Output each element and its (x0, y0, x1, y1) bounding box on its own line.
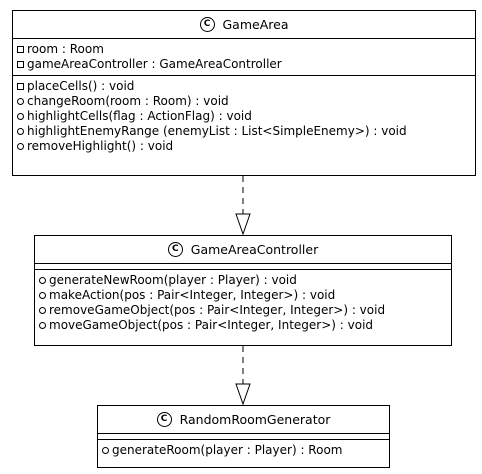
class-name: GameAreaController (190, 242, 319, 257)
public-icon (39, 322, 46, 329)
class-stereotype-icon: C (167, 242, 183, 257)
public-icon (39, 277, 46, 284)
attributes-section: room : Room gameAreaController : GameAre… (13, 39, 475, 76)
public-icon (17, 113, 24, 120)
class-header: C RandomRoomGenerator (98, 406, 389, 434)
public-icon (17, 98, 24, 105)
class-stereotype-icon: C (156, 412, 172, 427)
attribute-row: room : Room (17, 42, 471, 57)
class-name: GameArea (222, 17, 289, 32)
class-randomroomgenerator[interactable]: C RandomRoomGenerator generateRoom(playe… (97, 405, 390, 468)
private-icon (17, 83, 24, 90)
method-row: moveGameObject(pos : Pair<Integer, Integ… (39, 318, 447, 333)
public-icon (17, 143, 24, 150)
methods-section: generateNewRoom(player : Player) : void … (35, 270, 451, 336)
dependency-controller-to-generator (235, 346, 251, 406)
method-row: removeGameObject(pos : Pair<Integer, Int… (39, 303, 447, 318)
attributes-section (98, 434, 389, 440)
private-icon (17, 46, 24, 53)
method-row: highlightCells(flag : ActionFlag) : void (17, 109, 471, 124)
attributes-section (35, 264, 451, 270)
public-icon (39, 307, 46, 314)
methods-section: generateRoom(player : Player) : Room (98, 440, 389, 461)
method-row: changeRoom(room : Room) : void (17, 94, 471, 109)
method-row: removeHighlight() : void (17, 139, 471, 154)
method-row: makeAction(pos : Pair<Integer, Integer>)… (39, 288, 447, 303)
public-icon (17, 128, 24, 135)
attribute-row: gameAreaController : GameAreaController (17, 57, 471, 72)
method-row: placeCells() : void (17, 79, 471, 94)
private-icon (17, 61, 24, 68)
class-name: RandomRoomGenerator (179, 412, 331, 427)
class-header: C GameAreaController (35, 236, 451, 264)
dependency-gamearea-to-controller (235, 176, 251, 236)
public-icon (39, 292, 46, 299)
method-row: generateRoom(player : Player) : Room (102, 443, 385, 458)
class-header: C GameArea (13, 11, 475, 39)
class-stereotype-icon: C (199, 17, 215, 32)
methods-section: placeCells() : void changeRoom(room : Ro… (13, 76, 475, 157)
class-gameareacontroller[interactable]: C GameAreaController generateNewRoom(pla… (34, 235, 452, 346)
public-icon (102, 447, 109, 454)
class-gamearea[interactable]: C GameArea room : Room gameAreaControlle… (12, 10, 476, 176)
method-row: generateNewRoom(player : Player) : void (39, 273, 447, 288)
method-row: highlightEnemyRange (enemyList : List<Si… (17, 124, 471, 139)
